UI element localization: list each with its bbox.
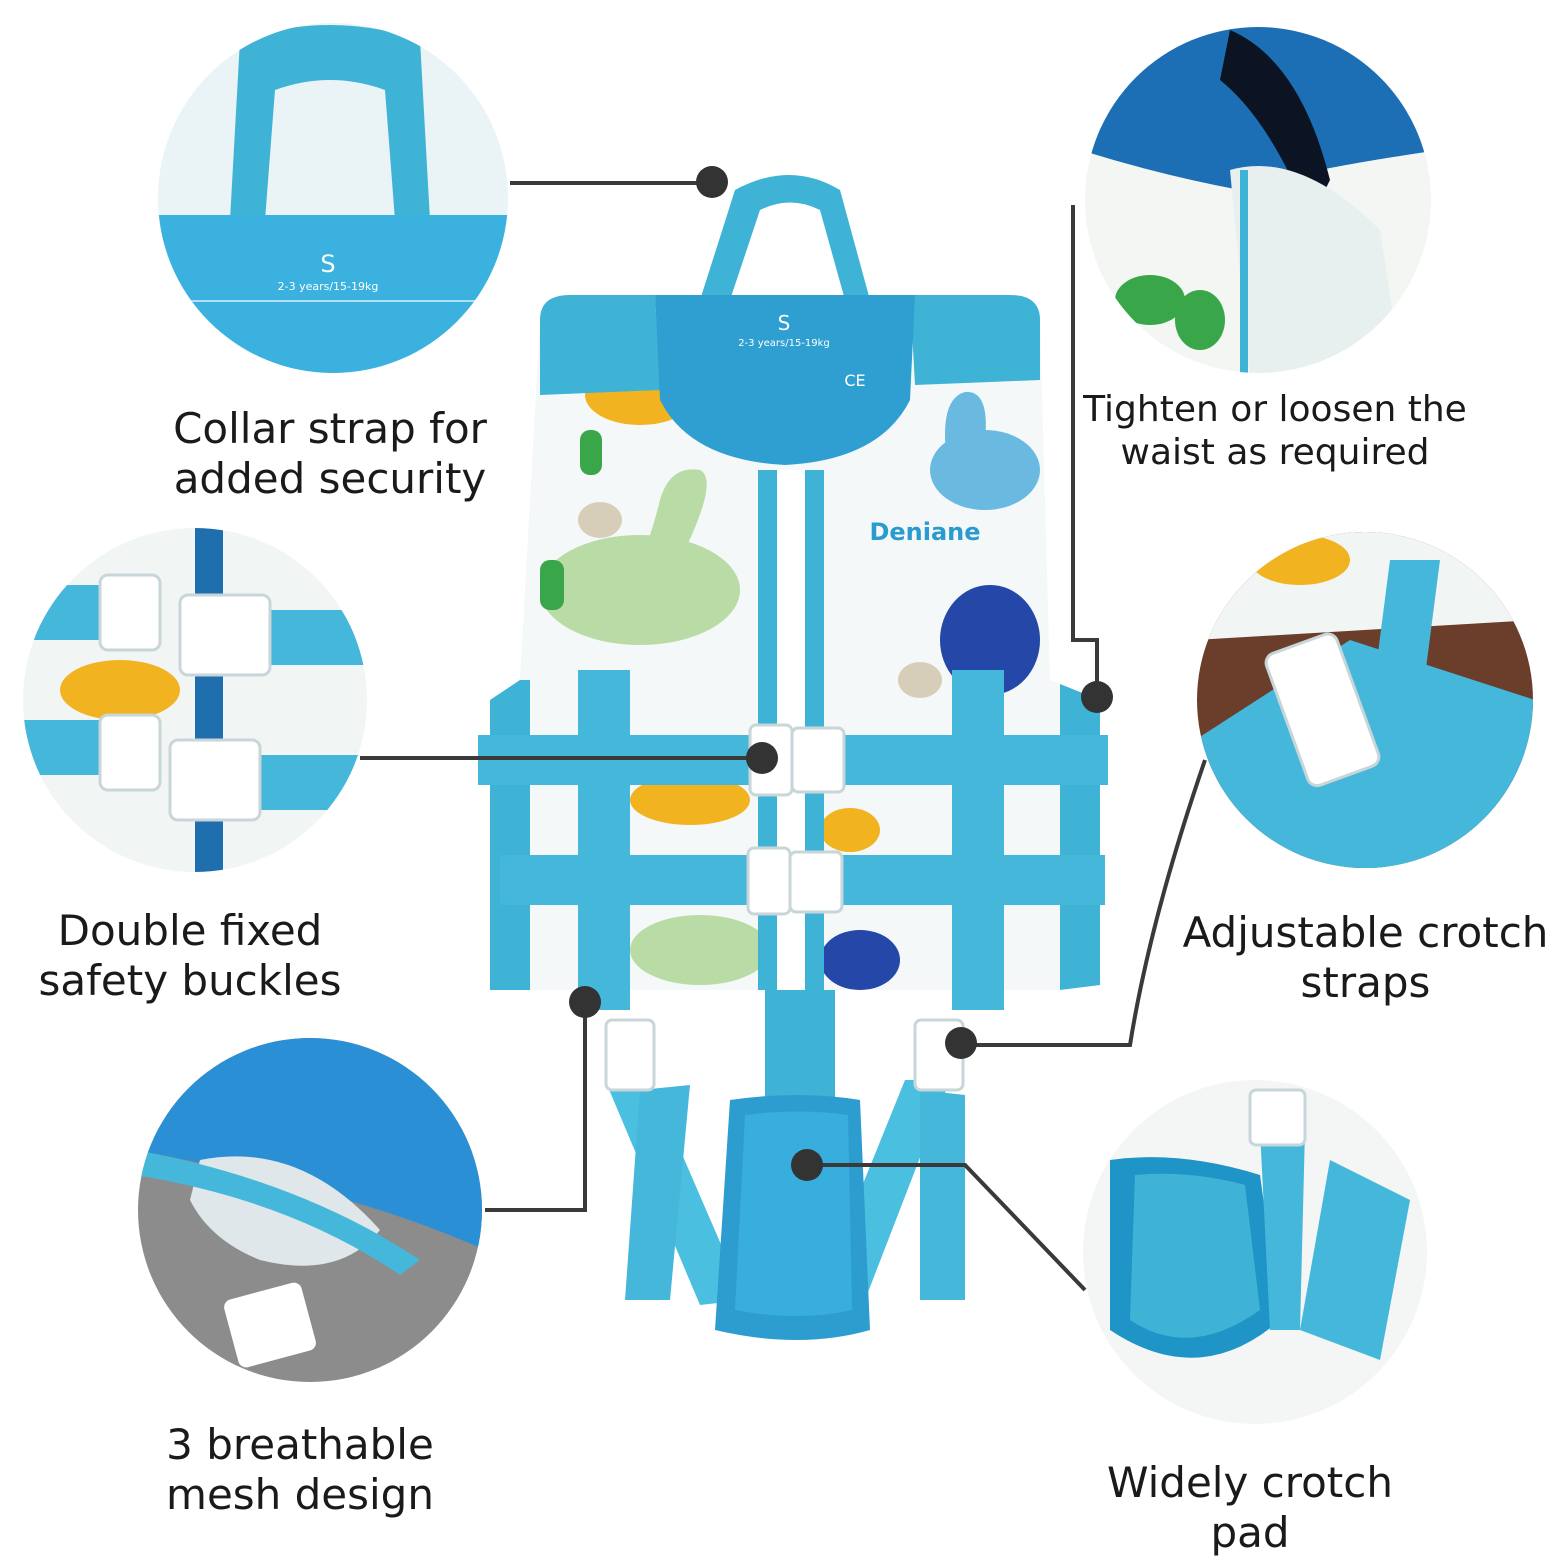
buckles-callout-line1: Double fixed — [57, 906, 323, 955]
mesh-dot — [569, 986, 601, 1018]
crotch-strap-dot — [945, 1027, 977, 1059]
crotch-straps-callout-line2: straps — [1300, 958, 1431, 1008]
waist-dot — [1081, 681, 1113, 713]
lower-safety-buckle — [746, 846, 844, 916]
crotch-straps-callout: Adjustable crotch straps — [1168, 908, 1563, 1009]
crotch-strap-detail-photo — [1197, 532, 1533, 868]
mesh-leader — [485, 1005, 587, 1212]
collar-callout-line1: Collar strap for — [173, 404, 487, 453]
crotch-strap-leader — [960, 759, 1207, 1047]
buckles-callout: Double fixed safety buckles — [20, 906, 360, 1007]
waist-callout: Tighten or loosen the waist as required — [1075, 388, 1475, 474]
collar-callout-line2: added security — [173, 454, 487, 504]
crotch-pad-callout-line1: Widely crotch — [1107, 1458, 1393, 1507]
waist-callout-line1: Tighten or loosen the — [1083, 389, 1467, 430]
ce-mark: CE — [844, 371, 865, 390]
waist-detail-photo — [1085, 27, 1431, 373]
crotch-pad-callout-line2: pad — [1210, 1508, 1290, 1558]
crotch-pad-dot — [791, 1149, 823, 1181]
detail-size-range: 2-3 years/15-19kg — [278, 280, 379, 293]
life-vest: S 2-3 years/15-19kg CE Deniane — [478, 175, 1108, 1340]
crotch-pad-leader — [808, 1163, 1087, 1292]
mesh-callout: 3 breathable mesh design — [130, 1420, 470, 1521]
mesh-callout-line1: 3 breathable — [166, 1420, 434, 1469]
detail-size-letter: S — [320, 250, 335, 278]
right-vertical-strap — [952, 670, 1004, 1010]
crotch-pad-callout: Widely crotch pad — [1085, 1458, 1415, 1559]
collar-detail-photo: S 2-3 years/15-19kg — [158, 23, 508, 373]
collar-callout: Collar strap for added security — [150, 404, 510, 505]
waist-leader — [1071, 205, 1099, 690]
mesh-callout-line2: mesh design — [166, 1470, 434, 1520]
leader-dots — [569, 166, 1113, 1181]
buckles-callout-line2: safety buckles — [38, 956, 342, 1006]
collar-dot — [696, 166, 728, 198]
mesh-detail-photo — [138, 1038, 482, 1382]
leader-lines — [360, 181, 1207, 1292]
size-label-panel — [655, 295, 915, 465]
size-letter: S — [778, 311, 791, 335]
waist-callout-line2: waist as required — [1120, 432, 1430, 474]
collar-strap — [700, 175, 870, 300]
crotch-strap-assembly — [604, 990, 965, 1340]
crotch-straps-callout-line1: Adjustable crotch — [1182, 908, 1549, 957]
left-crotch-buckle — [604, 1018, 656, 1092]
brand-logo: Deniane — [869, 518, 980, 546]
buckle-dot — [746, 742, 778, 774]
left-vertical-strap — [578, 670, 630, 1010]
size-range: 2-3 years/15-19kg — [738, 338, 830, 349]
crotch-pad-detail-photo — [1083, 1080, 1427, 1424]
buckle-detail-photo — [23, 528, 367, 872]
